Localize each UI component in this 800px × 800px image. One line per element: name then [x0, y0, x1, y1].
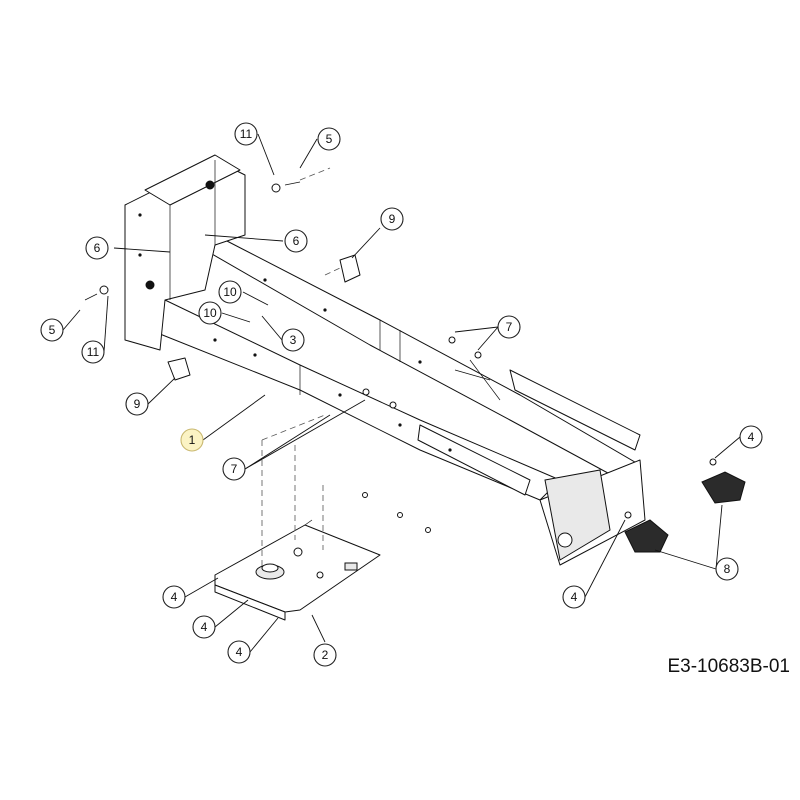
callout-11-left: 11: [81, 340, 105, 364]
callout-4-front: 4: [562, 585, 586, 609]
callout-9-top: 9: [380, 207, 404, 231]
callout-5-left: 5: [40, 318, 64, 342]
main-frame: [124, 154, 646, 566]
callout-label: 6: [293, 234, 300, 248]
callout-10-upper: 10: [218, 280, 242, 304]
callout-8: 8: [715, 557, 739, 581]
callout-3: 3: [281, 328, 305, 352]
callout-label: 5: [326, 132, 333, 146]
callout-4-right-top: 4: [739, 425, 763, 449]
mounting-plate: [214, 519, 381, 621]
callout-1: 1: [180, 428, 204, 452]
callout-label: 4: [201, 620, 208, 634]
callout-label: 7: [231, 462, 238, 476]
callout-label: 9: [134, 397, 141, 411]
bracket-right-upper: [701, 471, 746, 504]
bracket-left: [167, 357, 191, 381]
callout-label: 8: [724, 562, 731, 576]
callout-4-plate-c: 4: [227, 640, 251, 664]
leader-lines: [62, 133, 741, 653]
callout-10-lower: 10: [198, 301, 222, 325]
callout-label: 7: [506, 320, 513, 334]
document-code: E3-10683B-01: [667, 656, 790, 677]
bracket-top: [339, 254, 361, 283]
callout-4-plate-b: 4: [192, 615, 216, 639]
callout-label: 10: [223, 285, 237, 299]
callout-label: 1: [189, 433, 196, 447]
callout-6-left: 6: [85, 236, 109, 260]
callout-label: 9: [389, 212, 396, 226]
callout-label: 2: [322, 648, 329, 662]
callout-label: 6: [94, 241, 101, 255]
callout-2: 2: [313, 643, 337, 667]
bracket-right-lower: [624, 519, 669, 553]
bolts: [84, 181, 717, 533]
callout-label: 11: [87, 345, 100, 359]
callout-4-plate-a: 4: [162, 585, 186, 609]
callout-label: 4: [571, 590, 578, 604]
callout-11-top: 11: [234, 122, 258, 146]
callout-label: 3: [290, 333, 297, 347]
callout-label: 10: [203, 306, 217, 320]
callout-label: 5: [49, 323, 56, 337]
callout-label: 4: [748, 430, 755, 444]
callout-7-right: 7: [497, 315, 521, 339]
callout-9-left: 9: [125, 392, 149, 416]
callout-7-lower: 7: [222, 457, 246, 481]
alignment-lines: [261, 167, 341, 570]
callout-6-right: 6: [284, 229, 308, 253]
callout-label: 4: [236, 645, 243, 659]
callout-5-top: 5: [317, 127, 341, 151]
callout-label: 11: [240, 127, 253, 141]
callout-label: 4: [171, 590, 178, 604]
